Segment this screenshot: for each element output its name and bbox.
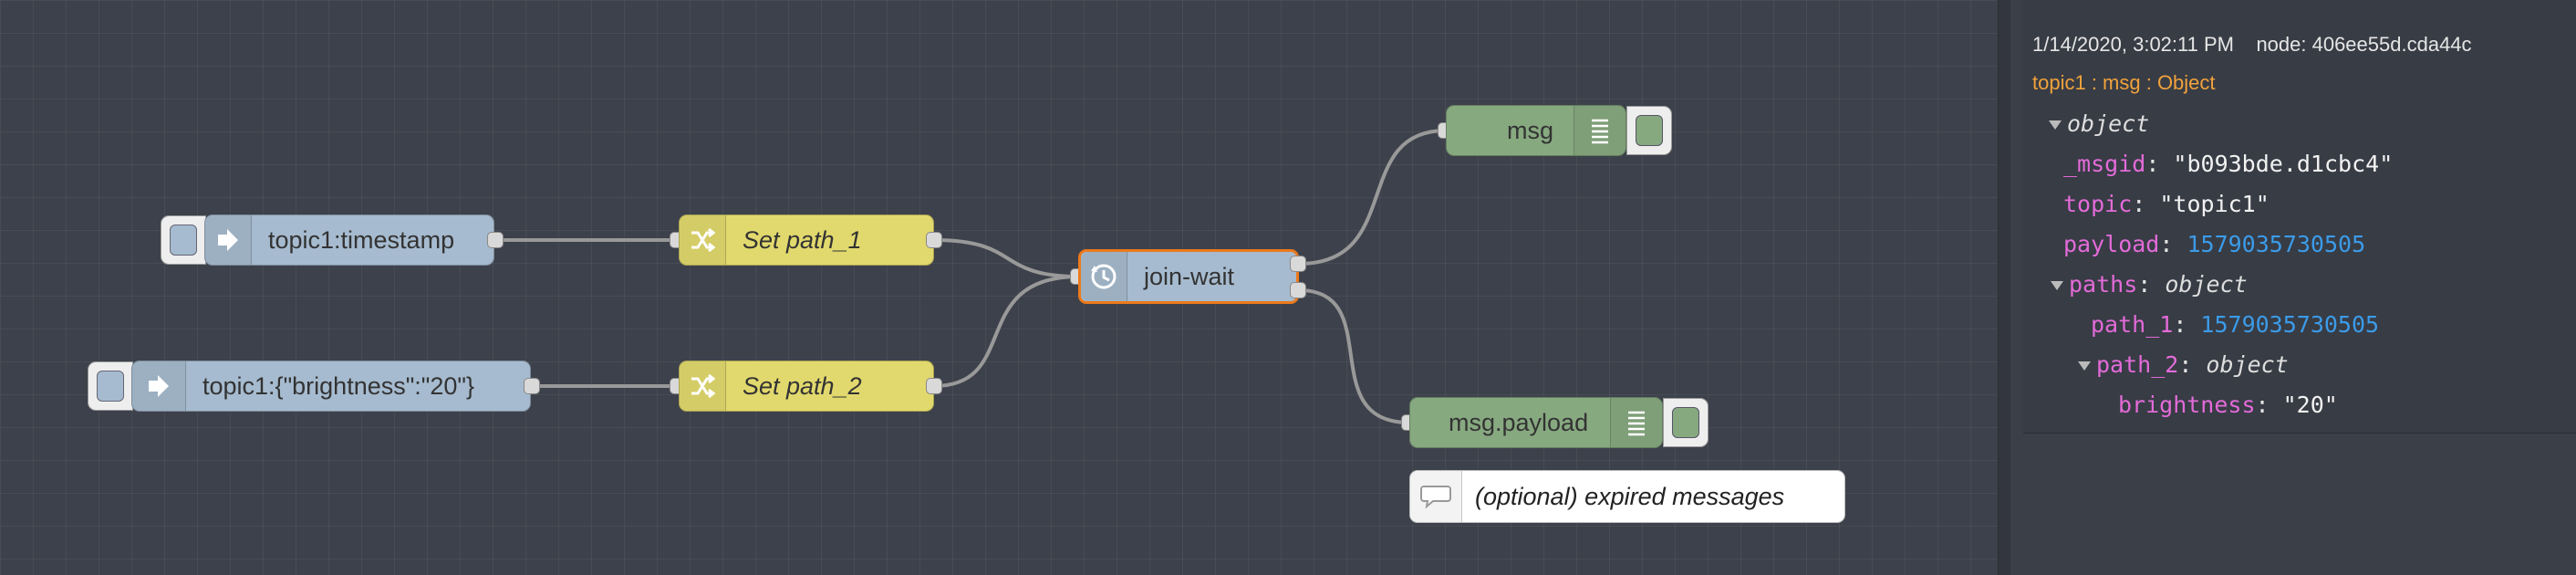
- tree-key: brightness: [2118, 392, 2256, 418]
- tree-row-brightness: brightness: "20": [2118, 392, 2338, 418]
- node-label: Set path_1: [743, 225, 862, 254]
- comment-node[interactable]: (optional) expired messages: [1409, 470, 1845, 523]
- output-port[interactable]: [926, 232, 942, 248]
- tree-row-path2[interactable]: path_2: object: [2078, 347, 2289, 383]
- tree-key: topic: [2063, 191, 2133, 217]
- inject-node-brightness[interactable]: topic1:{"brightness":"20"}: [131, 361, 531, 412]
- output-port-2[interactable]: [1290, 282, 1306, 298]
- tree-row-msgid: _msgid: "b093bde.d1cbc4": [2063, 151, 2394, 177]
- tree-row-topic: topic: "topic1": [2063, 191, 2270, 217]
- tree-type: object: [2165, 271, 2248, 298]
- arrow-in-icon: [205, 215, 252, 265]
- debug-node-payload[interactable]: msg.payload: [1409, 397, 1663, 448]
- debug-node-msg[interactable]: msg: [1446, 105, 1626, 156]
- tree-key: path_2: [2096, 351, 2179, 378]
- inject2-button-face: [97, 371, 124, 402]
- debug1-toggle[interactable]: [1626, 106, 1672, 155]
- tree-row-path1: path_1: 1579035730505: [2091, 311, 2380, 338]
- message-timestamp: 1/14/2020, 3:02:11 PM: [2032, 33, 2234, 56]
- debug1-toggle-face: [1636, 115, 1663, 146]
- tree-key: path_1: [2091, 311, 2174, 338]
- node-label: join-wait: [1144, 262, 1235, 290]
- debug2-toggle[interactable]: [1663, 398, 1709, 447]
- tree-value: "b093bde.d1cbc4": [2173, 151, 2394, 177]
- tree-row-paths[interactable]: paths: object: [2051, 267, 2248, 303]
- clock-icon: [1081, 252, 1127, 301]
- shuffle-icon: [680, 215, 726, 265]
- message-topic: topic1 : msg : Object: [2032, 71, 2216, 94]
- wires-layer: [495, 129, 1447, 424]
- flow-canvas[interactable]: topic1:timestamp topic1:{"brightness":"2…: [0, 0, 1998, 575]
- wire-change2-join[interactable]: [933, 275, 1080, 388]
- inject2-button[interactable]: [88, 361, 133, 411]
- tree-key: payload: [2063, 231, 2160, 257]
- list-icon: [1610, 398, 1662, 447]
- change-node-path1[interactable]: Set path_1: [679, 214, 934, 266]
- node-label: topic1:timestamp: [268, 225, 455, 254]
- inject-node-timestamp[interactable]: topic1:timestamp: [204, 214, 494, 266]
- message-node-link[interactable]: node: 406ee55d.cda44c: [2256, 33, 2472, 56]
- tree-value: "20": [2282, 392, 2338, 418]
- expand-caret-icon[interactable]: [2078, 361, 2091, 371]
- shuffle-icon: [680, 361, 726, 411]
- tree-type: object: [2206, 351, 2289, 378]
- output-port[interactable]: [926, 378, 942, 394]
- list-icon: [1574, 106, 1626, 155]
- expand-caret-icon[interactable]: [2049, 120, 2062, 130]
- inject1-button-face: [170, 225, 197, 256]
- arrow-in-icon: [132, 361, 186, 411]
- tree-key: paths: [2069, 271, 2138, 298]
- tree-value: "topic1": [2159, 191, 2270, 217]
- node-label: Set path_2: [743, 371, 862, 400]
- message-meta: 1/14/2020, 3:02:11 PM node: 406ee55d.cda…: [2032, 33, 2472, 57]
- tree-row-payload: payload: 1579035730505: [2063, 231, 2366, 257]
- tree-key: _msgid: [2063, 151, 2146, 177]
- change-node-path2[interactable]: Set path_2: [679, 361, 934, 412]
- join-node[interactable]: join-wait: [1078, 249, 1299, 304]
- tree-value: 1579035730505: [2200, 311, 2380, 338]
- sidebar: 1/14/2020, 3:02:11 PM node: 406ee55d.cda…: [2010, 0, 2576, 575]
- tree-type: object: [2067, 110, 2150, 137]
- inject1-button[interactable]: [161, 215, 206, 265]
- expand-caret-icon[interactable]: [2051, 281, 2063, 290]
- node-label: msg.payload: [1449, 408, 1589, 436]
- tree-root-row[interactable]: object: [2049, 106, 2149, 142]
- wire-join-debug2[interactable]: [1298, 288, 1410, 424]
- tree-value: 1579035730505: [2186, 231, 2366, 257]
- output-port[interactable]: [487, 232, 504, 248]
- wire-join-debug1[interactable]: [1298, 129, 1447, 266]
- output-port[interactable]: [524, 378, 540, 394]
- node-label: (optional) expired messages: [1475, 482, 1785, 510]
- output-port-1[interactable]: [1290, 256, 1306, 272]
- node-label: msg: [1507, 116, 1554, 144]
- wire-change1-join[interactable]: [933, 238, 1080, 278]
- speech-bubble-icon: [1410, 471, 1462, 522]
- debug2-toggle-face: [1672, 407, 1699, 438]
- node-label: topic1:{"brightness":"20"}: [203, 371, 475, 400]
- debug-message-panel: 1/14/2020, 3:02:11 PM node: 406ee55d.cda…: [2023, 0, 2576, 434]
